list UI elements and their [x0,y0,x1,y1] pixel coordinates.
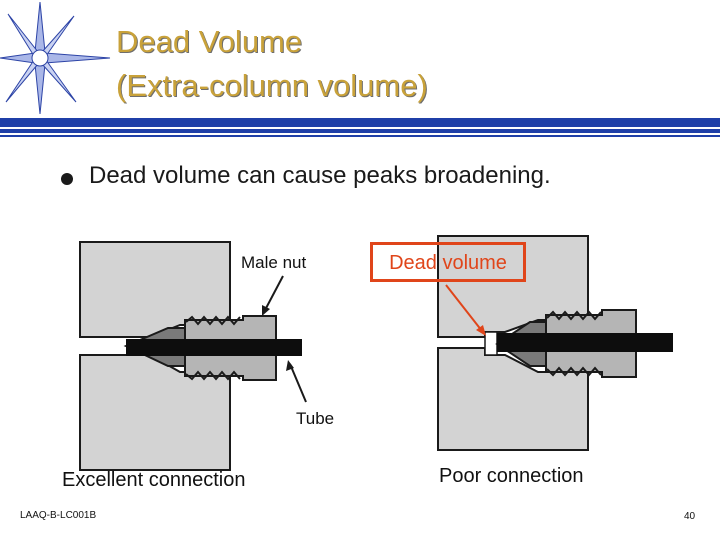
arrow-tube [289,363,307,403]
label-dead-volume: Dead volume [370,242,526,282]
arrow-dead-volume-head [476,325,486,336]
slide-title-line-1: Dead Volume [116,24,303,59]
caption-excellent-connection: Excellent connection [62,469,246,491]
label-tube: Tube [296,409,335,428]
title-band-bottom [0,135,720,137]
dead-volume-gap [484,331,498,356]
page-number: 40 [684,511,696,522]
arrow-male-nut [263,275,284,313]
tube-left [126,339,302,356]
title-band-top [0,118,720,127]
footer-code: LAAQ-B-LC001B [20,510,97,521]
excellent-connection-diagram [79,241,307,471]
title-band-mid [0,129,720,133]
arrow-male-nut-head [262,305,270,316]
nut-thread-bottom-left [185,370,241,381]
bullet-dot-icon [61,173,73,185]
nut-thread-top-right [546,310,602,321]
starburst-logo [0,1,111,115]
bullet-text: Dead volume can cause peaks broadening. [89,162,551,189]
poor-connection-diagram [437,235,673,451]
fitting-block-top-right [437,235,589,338]
arrow-dead-volume [445,284,483,332]
arrow-tube-head [286,360,294,371]
nut-thread-top-left [185,315,241,326]
tube-right [497,333,673,352]
slide-title-line-2: (Extra-column volume) [116,68,428,103]
caption-poor-connection: Poor connection [439,465,584,487]
nut-thread-bottom-right [546,366,602,377]
label-male-nut: Male nut [241,253,307,272]
fitting-block-top-left [79,241,231,338]
